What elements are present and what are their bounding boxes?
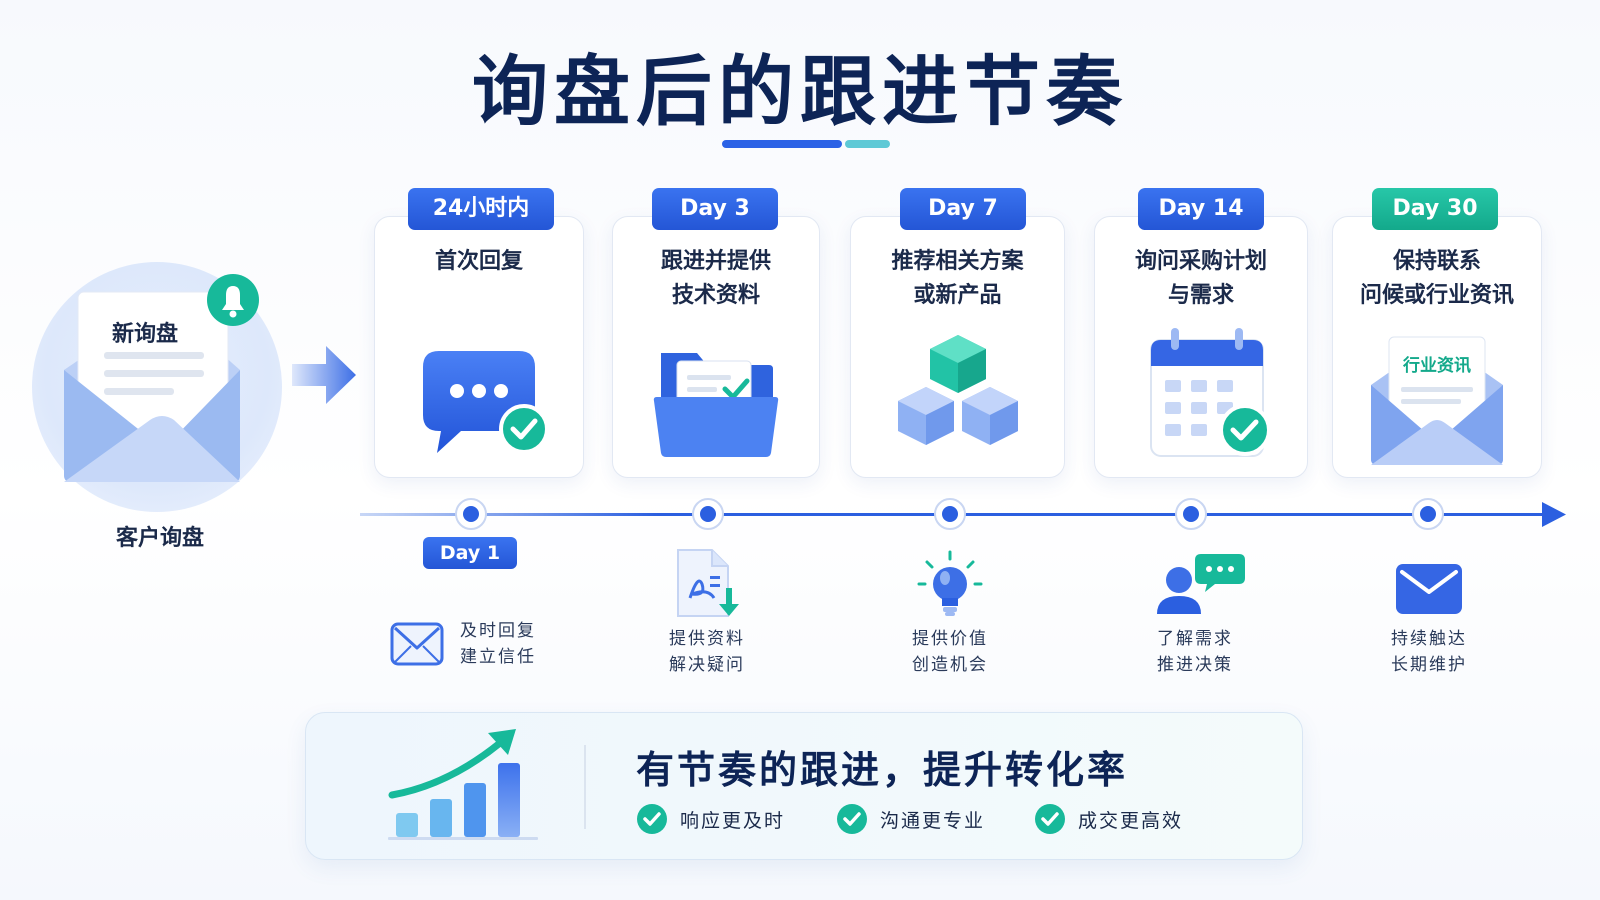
banner-title: 有节奏的跟进，提升转化率: [636, 748, 1129, 792]
timeline-dot-4: [1175, 498, 1207, 530]
step-card-5: 保持联系问候或行业资讯 行业资讯: [1332, 216, 1542, 478]
timeline-dot-5: [1412, 498, 1444, 530]
benefit-text-1: 响应更及时: [680, 809, 786, 832]
timeline-badge-day1: Day 1: [423, 537, 517, 569]
cubes-icon: [897, 335, 1018, 445]
sub-item-1: 及时回复建立信任: [390, 618, 536, 670]
step-badge-4: Day 14: [1138, 188, 1264, 230]
step-1-line-1: 首次回复: [434, 249, 523, 274]
user-chat-icon: [1157, 554, 1245, 614]
step-2-line-1: 跟进并提供: [660, 249, 771, 274]
summary-banner: 有节奏的跟进，提升转化率 响应更及时 沟通更专业 成交更高效: [305, 712, 1303, 860]
sub-item-4: 了解需求推进决策: [1130, 550, 1260, 678]
lightbulb-icon: [917, 550, 983, 616]
step-3-line-2: 或新产品: [913, 283, 1002, 308]
step-card-4: 询问采购计划与需求: [1094, 216, 1308, 478]
newsletter-envelope-icon: [1371, 336, 1503, 465]
sub-4-line-2: 推进决策: [1157, 655, 1233, 675]
sub-4-line-1: 了解需求: [1157, 629, 1233, 649]
step-card-2: 跟进并提供技术资料: [612, 216, 820, 478]
sub-2-line-1: 提供资料: [669, 629, 745, 649]
start-label: 客户询盘: [115, 526, 204, 551]
check-circle-icon: [837, 804, 867, 834]
sub-3-line-1: 提供价值: [912, 629, 988, 649]
step-badge-1: 24小时内: [408, 188, 554, 230]
sub-3-line-2: 创造机会: [912, 655, 988, 675]
benefit-item-3: 成交更高效: [1034, 803, 1183, 835]
sub-1-line-2: 建立信任: [460, 647, 536, 667]
step-5-line-2: 问候或行业资讯: [1359, 283, 1514, 308]
title-underline: [722, 140, 890, 148]
envelope-icon: [1396, 564, 1462, 614]
growth-chart-icon: [388, 729, 538, 840]
sub-item-5: 持续触达长期维护: [1364, 562, 1494, 678]
step-2-line-2: 技术资料: [671, 283, 760, 308]
pdf-download-icon: [677, 549, 739, 617]
check-circle-icon: [637, 804, 667, 834]
timeline-dot-3: [934, 498, 966, 530]
sub-item-2: 提供资料解决疑问: [642, 548, 772, 678]
mail-icon: [390, 622, 444, 666]
timeline-dot-2: [692, 498, 724, 530]
benefit-item-1: 响应更及时: [636, 803, 785, 835]
banner-divider: [584, 745, 586, 829]
step-5-line-1: 保持联系: [1392, 249, 1481, 274]
sub-item-3: 提供价值创造机会: [885, 550, 1015, 678]
sub-5-line-2: 长期维护: [1391, 655, 1467, 675]
card-doc-label: 行业资讯: [1403, 356, 1471, 376]
step-badge-3: Day 7: [900, 188, 1026, 230]
chat-bubble-check-icon: [423, 351, 549, 454]
step-card-3: 推荐相关方案或新产品: [850, 216, 1065, 478]
check-circle-icon: [1035, 804, 1065, 834]
benefit-text-3: 成交更高效: [1078, 809, 1184, 832]
benefit-item-2: 沟通更专业: [836, 803, 985, 835]
benefit-text-2: 沟通更专业: [880, 809, 986, 832]
sub-5-line-1: 持续触达: [1391, 629, 1467, 649]
sub-1-line-1: 及时回复: [460, 621, 536, 641]
start-arrow-icon: [292, 346, 356, 404]
page-title: 询盘后的跟进节奏: [472, 47, 1128, 136]
folder-document-icon: [653, 353, 779, 457]
step-badge-2: Day 3: [652, 188, 778, 230]
envelope-bell-icon: [64, 274, 259, 482]
step-card-1: 首次回复: [374, 216, 584, 478]
step-4-line-1: 询问采购计划: [1134, 249, 1267, 274]
timeline-dot-1: [455, 498, 487, 530]
step-3-line-1: 推荐相关方案: [891, 249, 1024, 274]
envelope-label: 新询盘: [112, 322, 179, 347]
sub-2-line-2: 解决疑问: [669, 655, 745, 675]
step-badge-5: Day 30: [1372, 188, 1498, 230]
step-4-line-2: 与需求: [1167, 283, 1234, 308]
calendar-check-icon: [1150, 328, 1271, 457]
